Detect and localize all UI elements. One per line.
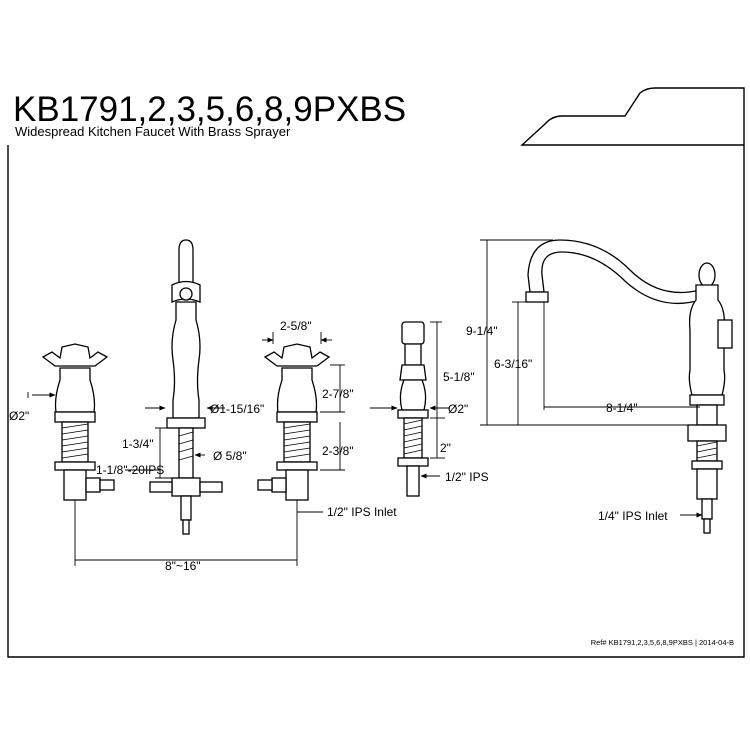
dim-sprayer-ips: 1/2" IPS bbox=[445, 470, 489, 484]
dim-sprayer-diameter: Ø2" bbox=[448, 402, 468, 416]
dim-center-spread: 8"~16" bbox=[165, 559, 201, 573]
model-title: KB1791,2,3,5,6,8,9PXBS bbox=[13, 90, 406, 129]
dim-sprayer-height: 5-1/8" bbox=[443, 370, 475, 384]
left-handle-valve bbox=[41, 343, 115, 501]
dim-spout-clearance: 6-3/16" bbox=[494, 357, 532, 371]
brass-sprayer bbox=[397, 321, 429, 497]
frame-outline bbox=[7, 87, 745, 658]
dim-handle-height: 2-7/8" bbox=[322, 387, 354, 401]
dim-handle-inlet: 1/2" IPS Inlet bbox=[327, 505, 397, 519]
dim-handle-shank: 2-3/8" bbox=[322, 444, 354, 458]
faucet-front-view bbox=[525, 239, 733, 534]
right-handle-valve bbox=[257, 343, 331, 501]
dim-overall-height: 9-1/4" bbox=[466, 324, 498, 338]
dim-shank-diameter: Ø 5/8" bbox=[213, 449, 247, 463]
dim-spout-base: Ø1-15/16" bbox=[210, 402, 264, 416]
dim-spout-reach: 8-1/4" bbox=[606, 401, 638, 415]
dim-handle-diameter: Ø2" bbox=[9, 409, 29, 423]
dim-spout-inlet: 1/4" IPS Inlet bbox=[598, 509, 668, 523]
dim-handle-width: 2-5/8" bbox=[280, 319, 312, 333]
dim-spout-shank: 1-3/4" bbox=[122, 437, 154, 451]
center-spout bbox=[149, 239, 223, 535]
dim-handle-thread: 1-1/8"-20IPS bbox=[96, 463, 164, 477]
reference-number: Ref# KB1791,2,3,5,6,8,9PXBS | 2014-04-B bbox=[591, 638, 734, 647]
product-subtitle: Widespread Kitchen Faucet With Brass Spr… bbox=[15, 124, 291, 139]
dim-sprayer-shank: 2" bbox=[440, 441, 451, 455]
